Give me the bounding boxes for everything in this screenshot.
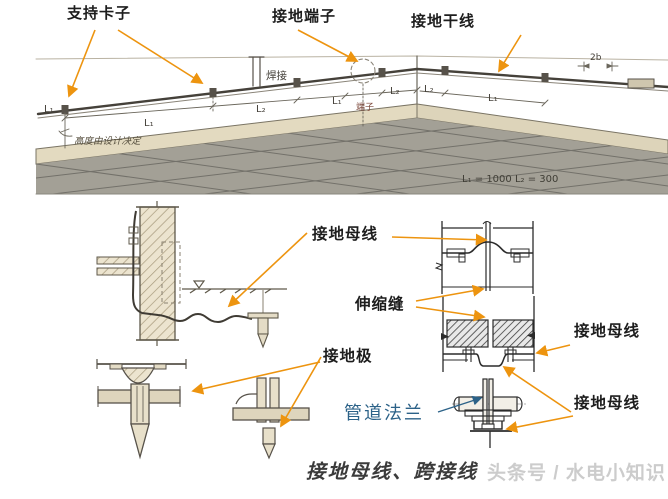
- label-ground-bus-right-top: 接地母线: [574, 323, 641, 340]
- sketch-annotations: 焊接 端子 高度由设计决定 L₁ L₁ L₂ L₁ L₂ L₂ L₁ 2b L₁…: [44, 53, 602, 185]
- riser-pipe: [248, 56, 265, 87]
- dim-formula: L₁ = 1000 L₂ = 300: [462, 174, 558, 185]
- wall-section-drawing: [96, 201, 287, 349]
- label-ground-bus: 接地母线: [312, 226, 379, 243]
- svg-text:L₂: L₂: [424, 84, 434, 95]
- flange-callout-arrow: [437, 395, 483, 413]
- height-note: 高度由设计决定: [74, 135, 142, 147]
- label-ground-trunk: 接地干线: [411, 13, 476, 30]
- label-support-clamp: 支持卡子: [67, 5, 132, 22]
- label-ground-terminal: 接地端子: [272, 8, 337, 25]
- terminal-highlight-circle: [350, 58, 376, 84]
- svg-text:L₁: L₁: [144, 118, 154, 129]
- svg-text:L₂: L₂: [390, 86, 400, 97]
- svg-text:L₁: L₁: [488, 93, 498, 104]
- label-ground-electrode: 接地极: [323, 348, 373, 365]
- label-ground-bus-right-bottom: 接地母线: [574, 395, 641, 412]
- callout-arrows: [67, 29, 574, 433]
- weld-note: 焊接: [266, 69, 287, 82]
- electrode-detail-dome: [96, 359, 187, 460]
- expansion-joint-section: [441, 296, 535, 372]
- room-corner-sketch: 焊接 端子 高度由设计决定 L₁ L₁ L₂ L₁ L₂ L₂ L₁ 2b L₁…: [35, 53, 668, 195]
- ground-level-line: [182, 280, 287, 294]
- watermark: 头条号 / 水电小知识: [487, 463, 666, 484]
- dim-2b: 2b: [590, 53, 602, 63]
- svg-text:L₂: L₂: [256, 104, 266, 115]
- label-expansion-joint: 伸缩缝: [355, 296, 405, 313]
- pipe-flange-drawing: [452, 378, 526, 448]
- dimension-lines: [58, 61, 619, 149]
- ground-bus-wire: [131, 210, 253, 324]
- terminal-note: 端子: [356, 101, 374, 113]
- wire-pad: [627, 78, 655, 89]
- svg-text:L₁: L₁: [44, 104, 54, 115]
- wire-clamps: [61, 66, 549, 114]
- expansion-joint-elevation: [434, 221, 534, 294]
- label-pipe-flange: 管道法兰: [344, 403, 424, 423]
- electrode-detail-rod: [232, 377, 310, 460]
- page-title: 接地母线、跨接线: [306, 462, 479, 483]
- svg-text:L₁: L₁: [332, 96, 342, 107]
